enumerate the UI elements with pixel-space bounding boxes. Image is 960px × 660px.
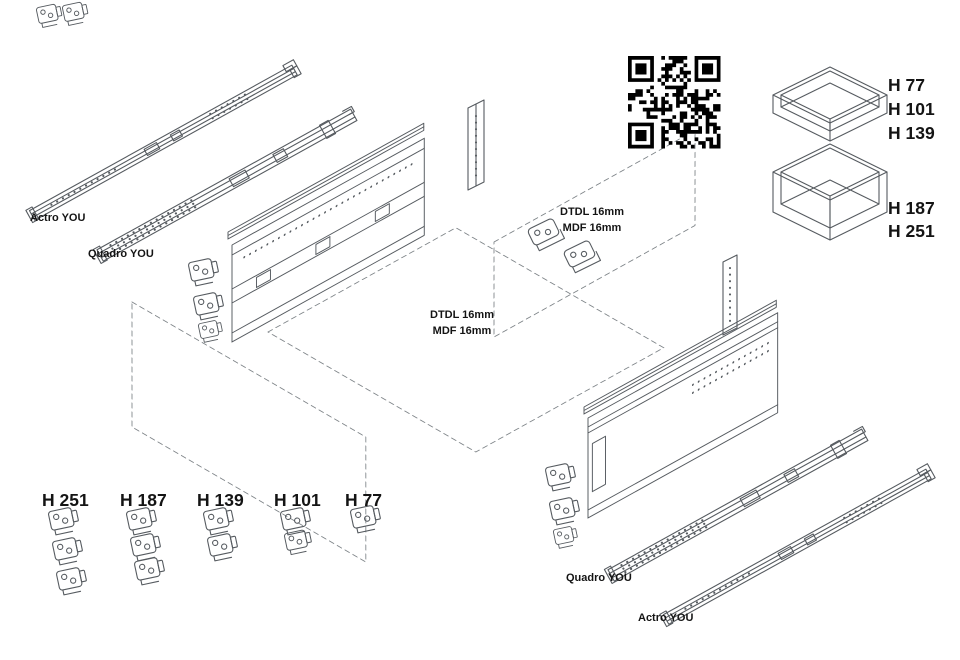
label-bracket-h77: H 77 xyxy=(345,490,382,510)
bracket-stack-h187 xyxy=(125,505,167,587)
back-corner-connector-right xyxy=(722,254,738,336)
label-height-h77-box: H 77 xyxy=(888,75,925,95)
slide-actro-bottom xyxy=(657,462,937,628)
label-height-h187-box: H 187 xyxy=(888,198,935,218)
top-profile-back xyxy=(227,122,425,240)
bracket-stack-h101 xyxy=(279,505,314,556)
label-bottom-board-material-2: MDF 16mm xyxy=(433,325,492,337)
label-back-board-material-2: MDF 16mm xyxy=(563,222,622,234)
back-corner-connector-left xyxy=(467,99,485,191)
rail-clip-detail xyxy=(35,0,90,29)
top-profile-side xyxy=(583,299,777,415)
label-bracket-h187: H 187 xyxy=(120,490,167,510)
label-height-h251-box: H 251 xyxy=(888,221,935,241)
label-bracket-h139: H 139 xyxy=(197,490,244,510)
side-panel xyxy=(587,312,779,519)
label-quadro-you-bottom: Quadro YOU xyxy=(566,572,632,584)
label-quadro-you-top: Quadro YOU xyxy=(88,248,154,260)
label-bracket-h251: H 251 xyxy=(42,490,89,510)
label-bracket-h101: H 101 xyxy=(274,490,321,510)
label-height-h101-box: H 101 xyxy=(888,99,935,119)
qr-code xyxy=(628,56,721,149)
label-actro-you-bottom: Actro YOU xyxy=(638,612,693,624)
label-actro-you-top: Actro YOU xyxy=(30,212,85,224)
bottom-board-dashed xyxy=(267,227,665,453)
slide-actro-top xyxy=(23,58,303,224)
bracket-stack-h139 xyxy=(202,505,240,563)
right-bracket-cluster xyxy=(544,461,582,550)
label-bottom-board-material-1: DTDL 16mm xyxy=(430,309,494,321)
qr-code-pattern xyxy=(628,56,721,149)
drawer-box-shallow xyxy=(772,66,888,142)
left-bracket-cluster xyxy=(187,256,226,344)
label-height-h139-box: H 139 xyxy=(888,123,935,143)
slide-quadro-bottom xyxy=(603,425,872,585)
back-panel xyxy=(231,137,425,343)
bracket-stack-h251 xyxy=(47,505,89,597)
front-board-dashed xyxy=(131,301,367,563)
drawer-box-deep xyxy=(772,143,888,241)
label-back-board-material-1: DTDL 16mm xyxy=(560,206,624,218)
